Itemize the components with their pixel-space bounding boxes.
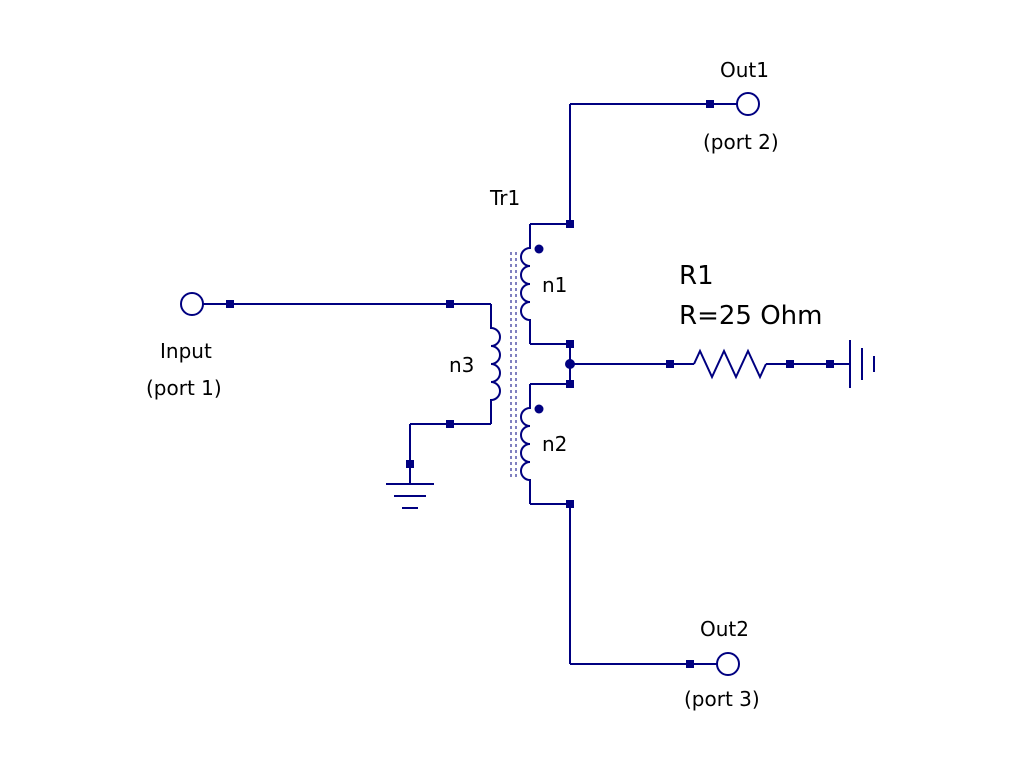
input-port-number: (port 1) — [146, 376, 222, 400]
out2-pin — [686, 660, 694, 668]
resistor-left-pin — [666, 360, 674, 368]
out1-port[interactable] — [736, 92, 760, 116]
out2-port[interactable] — [716, 652, 740, 676]
out1-port-number: (port 2) — [703, 130, 779, 154]
n3-top-pin — [446, 300, 454, 308]
resistor-icon — [693, 348, 767, 380]
winding-n3-label: n3 — [449, 353, 474, 377]
resistor-right-pin — [786, 360, 794, 368]
winding-n1-label: n1 — [542, 273, 567, 297]
ground-pin — [406, 460, 414, 468]
ground-icon — [386, 483, 434, 509]
transformer-name: Tr1 — [489, 186, 520, 210]
polarity-dot-icon — [534, 404, 544, 414]
winding-n3[interactable] — [490, 304, 501, 424]
input-pin — [226, 300, 234, 308]
winding-n1[interactable] — [520, 224, 531, 344]
polarity-dot-icon — [534, 244, 544, 254]
coil-icon — [520, 384, 531, 504]
port-circle-icon — [716, 652, 740, 676]
out1-port-name: Out1 — [720, 58, 769, 82]
out2-port-number: (port 3) — [684, 687, 760, 711]
n3-bottom-pin — [446, 420, 454, 428]
port-circle-icon — [180, 292, 204, 316]
n1-top-pin — [566, 220, 574, 228]
ground-icon — [849, 340, 875, 388]
resistor-name: R1 — [679, 261, 714, 291]
ground-pin — [826, 360, 834, 368]
coil-icon — [490, 304, 501, 424]
resistor-r1[interactable] — [693, 348, 767, 380]
coil-icon — [520, 224, 531, 344]
winding-n2[interactable] — [520, 384, 531, 504]
input-port[interactable] — [180, 292, 204, 316]
resistor-value: R=25 Ohm — [679, 301, 822, 331]
out1-pin — [706, 100, 714, 108]
n2-top-pin — [566, 380, 574, 388]
winding-n2-label: n2 — [542, 432, 567, 456]
port-circle-icon — [736, 92, 760, 116]
out2-port-name: Out2 — [700, 617, 749, 641]
input-port-name: Input — [160, 339, 212, 363]
